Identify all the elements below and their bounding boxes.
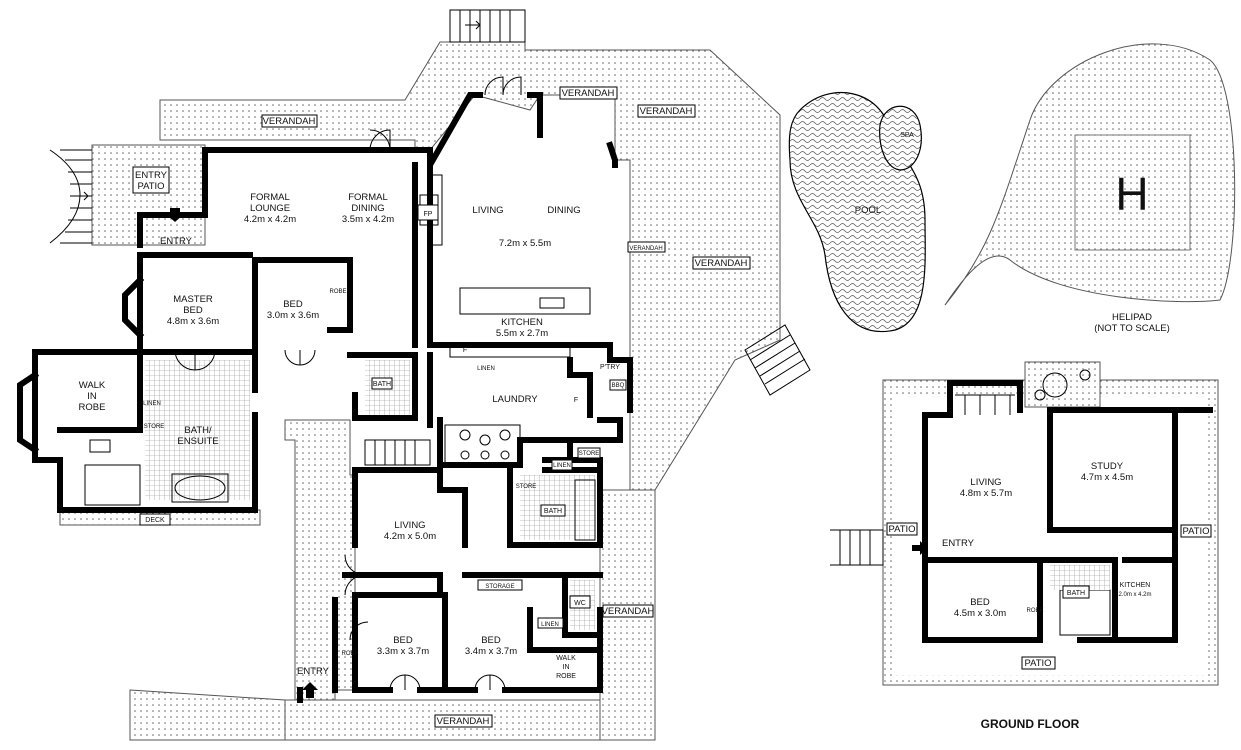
gf-title: GROUND FLOOR xyxy=(981,717,1080,731)
label-verandah-side: VERANDAH xyxy=(629,246,662,252)
label-robe-lower: ROBE xyxy=(341,651,358,657)
label-bed-lower-right-size: 3.4m x 3.7m xyxy=(465,646,517,657)
label-formal-dining-1: FORMAL xyxy=(348,192,388,203)
label-f1: F xyxy=(463,347,467,354)
gf-label-bath: BATH xyxy=(1067,590,1085,597)
label-deck: DECK xyxy=(145,517,165,524)
label-pantry: P'TRY xyxy=(600,364,620,371)
label-master-bed-size: 4.8m x 3.6m xyxy=(167,316,219,327)
gf-label-living-size: 4.8m x 5.7m xyxy=(960,488,1012,499)
stairs-top xyxy=(449,9,526,43)
label-store-small: STORE xyxy=(516,484,537,490)
label-walk-in-robe-lower-3: ROBE xyxy=(556,673,576,680)
label-entry-top: ENTRY xyxy=(160,236,193,247)
gf-label-kitchen-size: 2.0m x 4.2m xyxy=(1118,592,1151,598)
label-linen-kitchen: LINEN xyxy=(477,366,495,372)
label-walk-in-robe-left-2: IN xyxy=(87,391,97,402)
label-entry-patio-1: ENTRY xyxy=(135,170,168,181)
label-verandah-top-left: VERANDAH xyxy=(263,116,316,127)
label-entry-bottom: ENTRY xyxy=(297,666,330,677)
ground-floor-labels: LIVING 4.8m x 5.7m STUDY 4.7m x 4.5m ENT… xyxy=(888,461,1209,731)
label-bed-top-size: 3.0m x 3.6m xyxy=(267,310,319,321)
tiled-areas xyxy=(145,360,595,630)
label-linen-mid: LINEN xyxy=(553,463,571,469)
label-helipad-1: HELIPAD xyxy=(1112,312,1152,323)
label-helipad-2: (NOT TO SCALE) xyxy=(1094,323,1170,334)
label-walk-in-robe-left-1: WALK xyxy=(79,380,106,391)
label-walk-in-robe-left-3: ROBE xyxy=(79,402,106,413)
label-walk-in-robe-lower-1: WALK xyxy=(556,655,576,662)
gf-label-study-1: STUDY xyxy=(1091,461,1124,472)
label-verandah-bottom: VERANDAH xyxy=(437,716,490,727)
label-kitchen-size: 5.5m x 2.7m xyxy=(496,328,548,339)
gf-label-robe: ROBE xyxy=(1026,608,1043,614)
label-living-lower-size: 4.2m x 5.0m xyxy=(384,531,436,542)
label-living-dining-size: 7.2m x 5.5m xyxy=(499,238,551,249)
stairs-right xyxy=(744,324,811,396)
label-formal-lounge-2: LOUNGE xyxy=(250,203,290,214)
gf-label-kitchen-1: KITCHEN xyxy=(1120,582,1151,589)
label-verandah-top-mid: VERANDAH xyxy=(562,88,615,99)
pool-area xyxy=(788,92,926,333)
label-bath-mid: BATH xyxy=(373,381,391,388)
label-bath-ensuite-1: BATH/ xyxy=(184,425,212,436)
gf-label-entry: ENTRY xyxy=(942,538,975,549)
label-store-mid: STORE xyxy=(579,451,600,457)
helipad-area xyxy=(944,43,1236,306)
label-living-main: LIVING xyxy=(472,205,503,216)
gf-label-patio-left: PATIO xyxy=(888,524,915,535)
gf-label-living-1: LIVING xyxy=(970,477,1001,488)
label-spa: SPA xyxy=(900,132,914,139)
label-bath-ensuite-2: ENSUITE xyxy=(177,436,218,447)
label-bed-lower-right-1: BED xyxy=(481,635,501,646)
label-linen-lower: LINEN xyxy=(541,622,559,628)
label-formal-dining-size: 3.5m x 4.2m xyxy=(342,214,394,225)
gf-label-patio-bottom: PATIO xyxy=(1024,658,1051,669)
label-entry-patio-2: PATIO xyxy=(137,181,164,192)
label-formal-dining-2: DINING xyxy=(351,203,384,214)
label-bbq: BBQ xyxy=(612,383,625,389)
label-f2: F xyxy=(574,397,578,404)
label-bath-right: BATH xyxy=(544,508,562,515)
label-formal-lounge-size: 4.2m x 4.2m xyxy=(244,214,296,225)
label-bed-top-1: BED xyxy=(283,299,303,310)
gf-label-bed-size: 4.5m x 3.0m xyxy=(954,608,1006,619)
label-formal-lounge-1: FORMAL xyxy=(250,192,290,203)
label-pool: POOL xyxy=(855,205,881,216)
gf-label-study-size: 4.7m x 4.5m xyxy=(1081,472,1133,483)
label-wc: WC xyxy=(574,600,586,607)
label-dining-main: DINING xyxy=(547,205,580,216)
label-fp: FP xyxy=(424,211,433,218)
label-master-bed-1: MASTER xyxy=(173,294,213,305)
label-robe-top: ROBE xyxy=(329,289,346,295)
gf-label-patio-right: PATIO xyxy=(1182,526,1209,537)
label-tag-boxes xyxy=(132,86,1212,728)
label-verandah-top-right: VERANDAH xyxy=(640,106,693,117)
room-labels: VERANDAH VERANDAH VERANDAH VERANDAH VERA… xyxy=(79,88,1170,727)
label-walk-in-robe-lower-2: IN xyxy=(563,664,570,671)
label-laundry: LAUNDRY xyxy=(492,394,538,405)
label-store-left: STORE xyxy=(144,424,165,430)
label-helipad-mark: H xyxy=(1115,168,1148,220)
entry-arrows xyxy=(166,208,928,698)
door-swings xyxy=(174,76,522,691)
label-linen-left: LINEN xyxy=(143,401,161,407)
label-kitchen-1: KITCHEN xyxy=(501,317,543,328)
label-bed-lower-left-size: 3.3m x 3.7m xyxy=(377,646,429,657)
gf-label-bed-1: BED xyxy=(970,597,990,608)
label-living-lower-1: LIVING xyxy=(394,520,425,531)
entry-stairs-left xyxy=(49,149,92,244)
label-verandah-lower-right: VERANDAH xyxy=(602,606,655,617)
label-verandah-right: VERANDAH xyxy=(695,258,748,269)
label-master-bed-2: BED xyxy=(183,305,203,316)
label-bed-lower-left-1: BED xyxy=(393,635,413,646)
label-storage: STORAGE xyxy=(485,584,514,590)
